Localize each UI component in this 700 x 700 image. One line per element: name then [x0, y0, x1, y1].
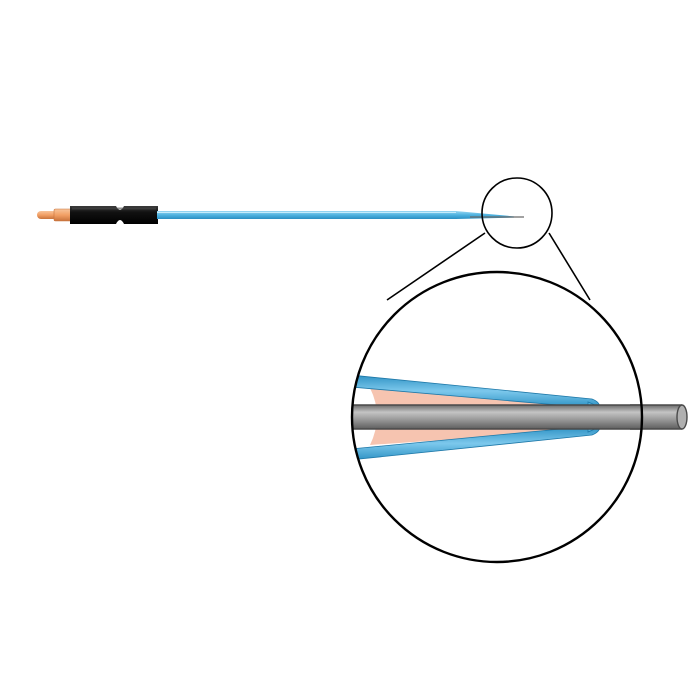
metal-wire [352, 404, 642, 430]
electrode-handle [70, 206, 158, 224]
electrode-full-view [37, 206, 524, 224]
magnifier-connector-lines [386, 232, 591, 301]
electrode-shaft [157, 211, 514, 219]
metal-wire-end [630, 404, 688, 430]
tip-detail-view [350, 270, 688, 564]
magnifier-large-circle [350, 270, 644, 564]
connector-pin [37, 208, 73, 222]
magnifier-small-circle [481, 177, 553, 249]
